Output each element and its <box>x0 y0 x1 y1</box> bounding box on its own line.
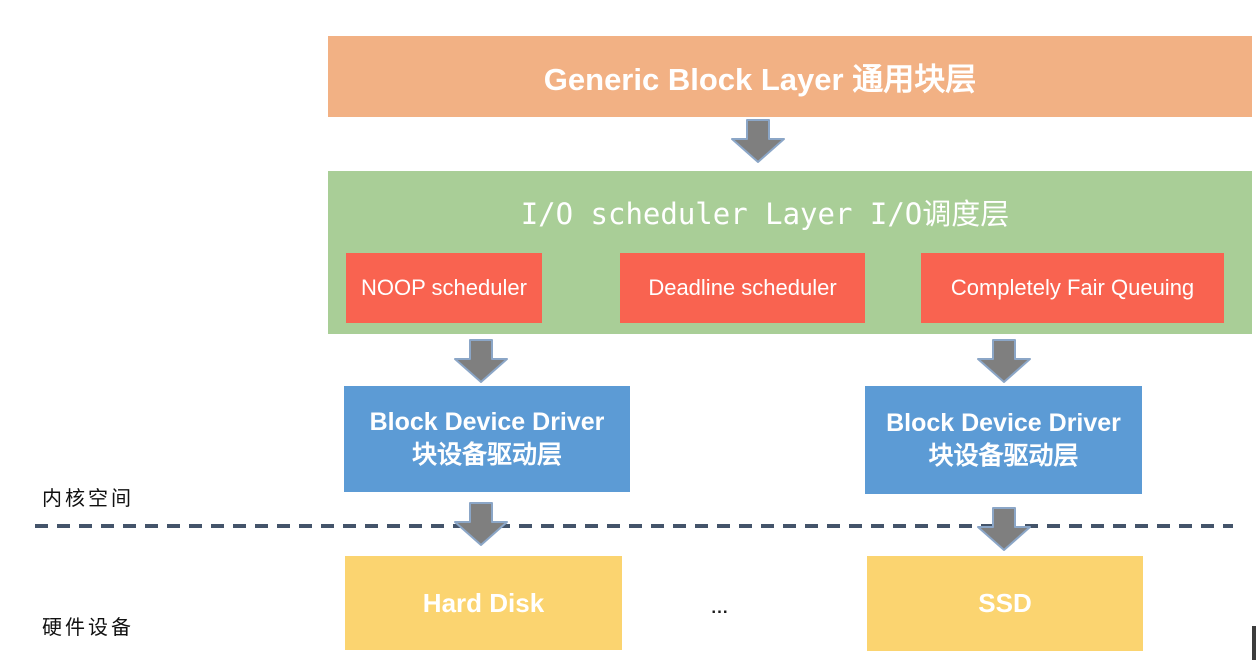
generic-block-layer-label: Generic Block Layer 通用块层 <box>543 62 977 97</box>
scheduler-deadline-label: Deadline scheduler <box>648 275 837 300</box>
kernel-hardware-boundary-line <box>35 524 1233 528</box>
ssd-box: SSD <box>867 556 1143 651</box>
io-scheduler-layer-label: I/O scheduler Layer I/O调度层 <box>328 173 1252 251</box>
scheduler-noop-label: NOOP scheduler <box>361 275 527 300</box>
ssd-label: SSD <box>978 588 1032 618</box>
generic-block-layer-box: Generic Block Layer 通用块层 <box>328 36 1252 117</box>
block-device-driver-left-box: Block Device Driver 块设备驱动层 <box>344 386 630 492</box>
block-device-driver-right-line1: Block Device Driver <box>886 409 1121 437</box>
scheduler-cfq-label: Completely Fair Queuing <box>950 275 1195 300</box>
block-device-driver-left-line2: 块设备驱动层 <box>411 441 562 469</box>
block-device-driver-right-box: Block Device Driver 块设备驱动层 <box>865 386 1142 494</box>
hardware-devices-label: 硬件设备 <box>42 615 134 639</box>
kernel-space-label: 内核空间 <box>42 486 134 510</box>
right-edge-bar <box>1252 626 1256 660</box>
scheduler-deadline-box: Deadline scheduler <box>620 253 865 323</box>
down-arrow-icon <box>454 502 508 546</box>
block-device-driver-left-line1: Block Device Driver <box>369 408 605 436</box>
hard-disk-box: Hard Disk <box>345 556 622 650</box>
devices-ellipsis: ... <box>711 598 729 617</box>
down-arrow-icon <box>977 339 1031 383</box>
scheduler-noop-box: NOOP scheduler <box>346 253 542 323</box>
io-scheduler-layer-text: I/O scheduler Layer I/O调度层 <box>520 197 1010 231</box>
hard-disk-label: Hard Disk <box>422 587 545 618</box>
down-arrow-icon <box>977 507 1031 551</box>
down-arrow-icon <box>454 339 508 383</box>
down-arrow-icon <box>731 119 785 163</box>
block-device-driver-right-line2: 块设备驱动层 <box>928 442 1079 470</box>
scheduler-cfq-box: Completely Fair Queuing <box>921 253 1224 323</box>
